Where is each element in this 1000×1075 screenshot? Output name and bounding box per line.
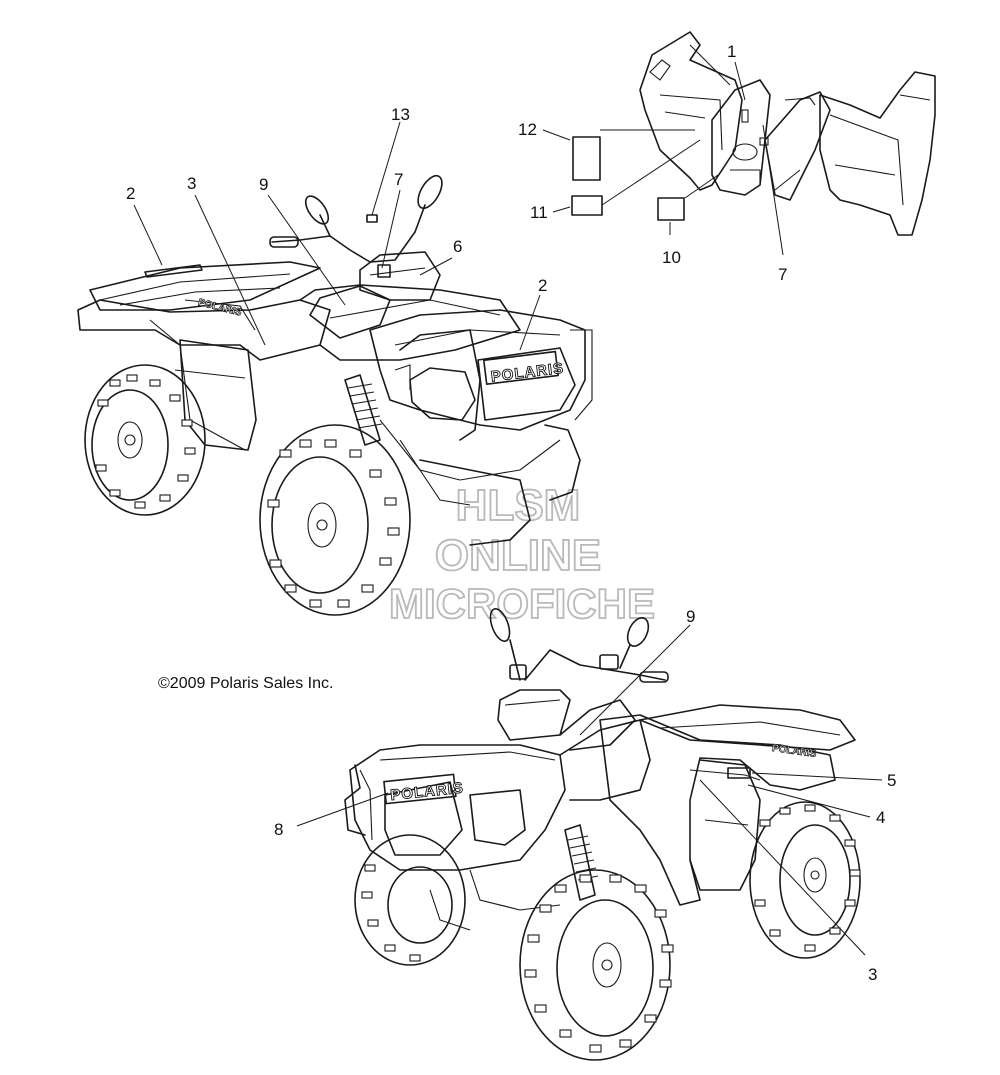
callout-7-top-left: 7 (394, 170, 403, 189)
callout-9-bottom: 9 (686, 607, 695, 626)
watermark-line-1: HLSM (456, 481, 581, 530)
brand-decal-side-bottom: POLARIS (771, 743, 817, 760)
watermark: HLSM ONLINE MICROFICHE (388, 480, 656, 628)
watermark-line-2: ONLINE (435, 531, 601, 580)
decal-11-shape (571, 195, 603, 216)
tread-bottom (361, 804, 861, 1053)
callout-6: 6 (453, 237, 462, 256)
callout-8: 8 (274, 820, 283, 839)
callout-1: 1 (727, 42, 736, 61)
callout-7-top-right: 7 (778, 265, 787, 284)
leader-lines (133, 61, 883, 956)
copyright-notice: ©2009 Polaris Sales Inc. (158, 675, 333, 692)
brand-decal-side-top: POLARIS (197, 297, 243, 319)
tread-top (95, 374, 400, 608)
callout-labels: 1 12 11 10 7 2 3 9 13 7 6 2 9 8 5 4 3 (126, 42, 896, 984)
callout-9-top-left: 9 (259, 175, 268, 194)
callout-3-top-left: 3 (187, 174, 196, 193)
atv-rear-view: POLARIS POLARIS (77, 174, 593, 616)
watermark-line-3: MICROFICHE (389, 580, 655, 627)
callout-11: 11 (530, 203, 548, 222)
callout-5: 5 (887, 771, 896, 790)
callout-3-bottom: 3 (868, 965, 877, 984)
decal-10-shape (657, 197, 685, 221)
atv-front-view: POLARIS POLARIS (344, 607, 861, 1061)
callout-10: 10 (662, 248, 681, 267)
callout-12: 12 (518, 120, 537, 139)
callout-2-top-left: 2 (126, 184, 135, 203)
callout-4: 4 (876, 808, 885, 827)
brand-decal-front-bottom: POLARIS (390, 779, 465, 804)
decal-12-shape (572, 136, 601, 181)
front-cowl-panels (571, 31, 936, 236)
decal-13-shape (366, 214, 378, 223)
brand-decal-front-top: POLARIS (490, 360, 565, 386)
callout-2-top-center: 2 (538, 276, 547, 295)
callout-13: 13 (391, 105, 410, 124)
